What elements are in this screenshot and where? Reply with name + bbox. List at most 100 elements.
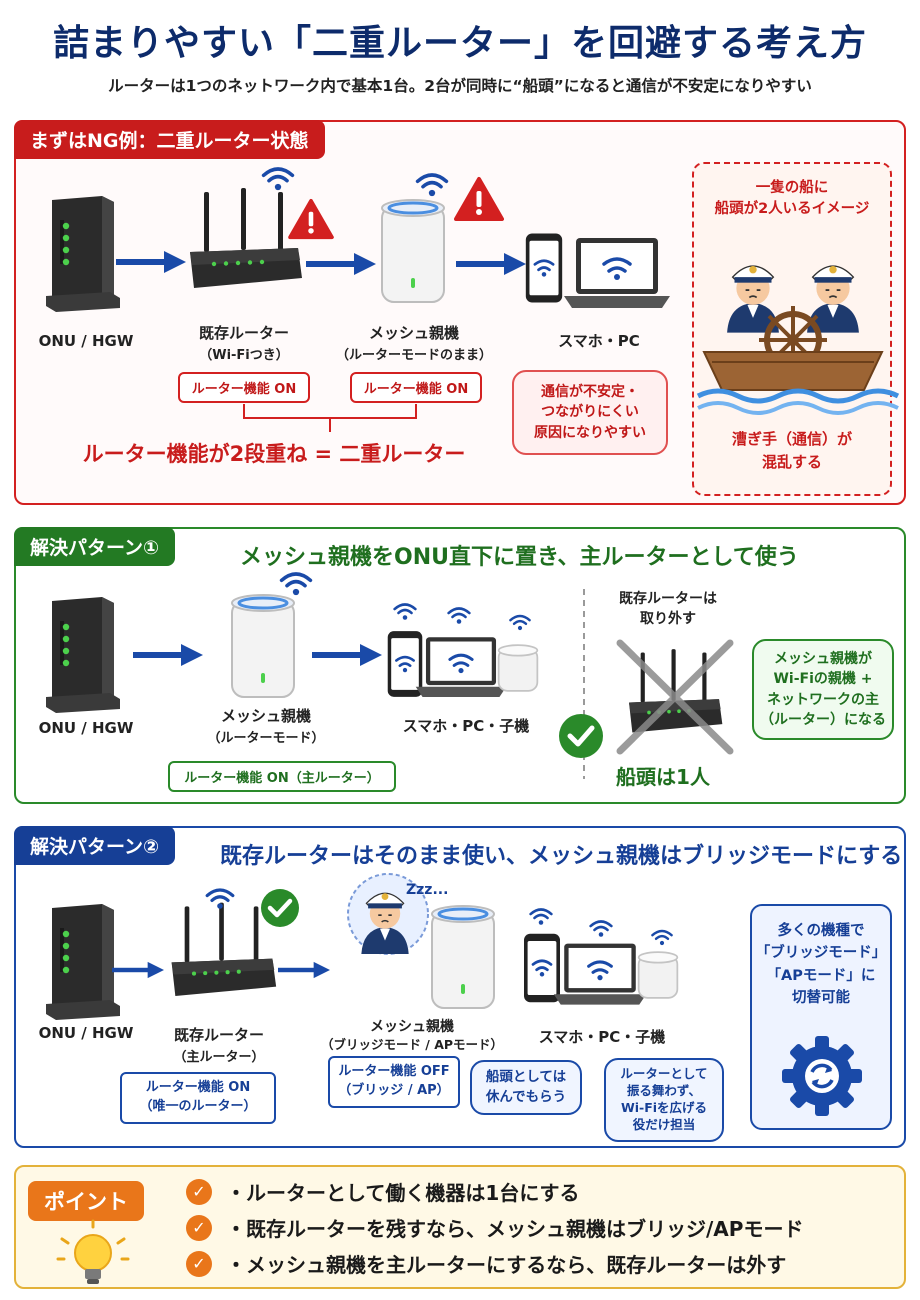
s2-router-label: 既存ルーター — [173, 1026, 264, 1044]
s2-clients-label: スマホ・PC・子機 — [538, 1028, 666, 1046]
wifi-icon — [204, 886, 236, 910]
router-device-icon — [184, 188, 304, 298]
ng-example-tab: まずはNG例：二重ルーター状態 — [14, 120, 325, 159]
laptop-icon — [414, 633, 508, 703]
caption-line: 漕ぎ手（通信）が — [731, 430, 852, 448]
solution1-tab: 解決パターン① — [14, 527, 176, 566]
badge-line: （ブリッジ / AP） — [338, 1082, 450, 1098]
badge-line: ルーター機能 OFF — [338, 1064, 450, 1079]
info-line: 切替可能 — [792, 990, 850, 1007]
s1-onu-label: ONU / HGW — [38, 719, 134, 737]
s1-mesh-function-badge: ルーター機能 ON（主ルーター） — [168, 761, 396, 792]
s1-clients-label: スマホ・PC・子機 — [402, 717, 530, 735]
info-line: 多くの機種で — [777, 923, 865, 939]
ng-onu-label: ONU / HGW — [38, 332, 134, 350]
bubble-line: 振る舞わず、 — [626, 1082, 702, 1098]
point-item: ✓ ・既存ルーターを残すなら、メッシュ親機はブリッジ/APモード — [186, 1213, 803, 1242]
bubble-line: つながりにくい — [541, 404, 639, 421]
info-line: 「ブリッジモード」 — [755, 945, 887, 962]
solution1-heading: メッシュ親機をONU直下に置き、主ルーターとして使う — [240, 545, 799, 570]
bridge-mode-info-box: 多くの機種で 「ブリッジモード」 「APモード」に 切替可能 — [750, 904, 892, 1130]
laptop-icon — [552, 940, 648, 1010]
warning-icon — [454, 176, 504, 222]
bubble-line: 船頭としては — [485, 1069, 567, 1085]
ng-mesh-function-badge: ルーター機能 ON — [350, 372, 482, 403]
bubble-line: （ルーター）になる — [760, 711, 886, 728]
bubble-line: 休んでもらう — [485, 1088, 567, 1105]
bubble-line: ルーターとして — [620, 1066, 708, 1081]
wifi-icon — [260, 164, 296, 192]
page-title: 詰まりやすい「二重ルーター」を回避する考え方 — [52, 23, 867, 64]
ng-clients-label: スマホ・PC — [558, 332, 640, 350]
wifi-icon — [446, 605, 472, 625]
badge-line: ルーター機能 ON — [145, 1080, 251, 1095]
ng-example-panel: まずはNG例：二重ルーター状態 ONU / HGW 既存ルーター （Wi-Fiつ… — [14, 120, 906, 505]
arrow-icon — [116, 250, 186, 274]
satellite-node-icon — [636, 948, 680, 1002]
page-subtitle: ルーターは1つのネットワーク内で基本1台。2台が同時に“船頭”になると通信が不安… — [108, 77, 812, 95]
ng-warning-bubble: 通信が不安定・ つながりにくい 原因になりやすい — [512, 370, 668, 455]
gear-icon — [782, 1036, 862, 1116]
point-item: ✓ ・メッシュ親機を主ルーターにするなら、既存ルーターは外す — [186, 1249, 786, 1278]
s1-captain-caption: 船頭は1人 — [616, 765, 710, 789]
point-tab: ポイント — [28, 1181, 144, 1221]
info-box-text: 多くの機種で 「ブリッジモード」 「APモード」に 切替可能 — [752, 920, 890, 1010]
check-icon — [261, 889, 299, 927]
point-panel: ポイント ✓ ・ルーターとして働く機器は1台にする ✓ ・既存ルーターを残すなら… — [14, 1165, 906, 1289]
bubble-line: 原因になりやすい — [534, 424, 646, 441]
solution2-panel: 解決パターン② 既存ルーターはそのまま使い、メッシュ親機はブリッジモードにする … — [14, 826, 906, 1148]
zzz-label: Zzz... — [406, 882, 449, 898]
check-icon: ✓ — [186, 1214, 212, 1241]
onu-device-icon — [42, 900, 122, 1020]
check-icon — [559, 714, 603, 758]
s2-rest-bubble: 船頭としては 休んでもらう — [470, 1060, 582, 1116]
onu-device-icon — [42, 192, 122, 312]
solution2-tab: 解決パターン② — [14, 826, 176, 865]
wifi-icon — [528, 906, 554, 926]
bubble-line: Wi-Fiを広げる — [620, 1099, 708, 1115]
ng-router-function-badge: ルーター機能 ON — [178, 372, 310, 403]
caption-line: 一隻の船に — [755, 180, 829, 196]
warning-icon — [288, 198, 334, 240]
ng-router-label: 既存ルーター — [198, 324, 289, 342]
removed-router-icon — [616, 639, 734, 755]
check-icon: ✓ — [186, 1250, 212, 1277]
arrow-icon — [306, 252, 376, 276]
ng-mesh-label: メッシュ親機 — [368, 324, 459, 342]
mesh-device-icon — [378, 196, 448, 306]
ng-router-sublabel: （Wi-Fiつき） — [199, 348, 289, 363]
wifi-icon — [508, 613, 532, 631]
bubble-line: ネットワークの主 — [767, 691, 879, 708]
wifi-icon — [588, 918, 614, 938]
wifi-icon — [650, 928, 674, 946]
sleeping-captain-icon — [347, 873, 429, 955]
s2-mesh-label: メッシュ親機 — [370, 1019, 454, 1035]
bubble-line: メッシュ親機が — [774, 651, 872, 667]
laptop-icon — [562, 234, 672, 314]
caption-line: 混乱する — [761, 452, 822, 471]
arrow-icon — [456, 252, 526, 276]
check-icon: ✓ — [186, 1178, 212, 1205]
s2-mesh-sublabel: （ブリッジモード / APモード） — [320, 1037, 504, 1052]
info-line: 「APモード」に — [766, 967, 876, 984]
s2-role-bubble: ルーターとして 振る舞わず、 Wi-Fiを広げる 役だけ担当 — [604, 1058, 724, 1142]
mesh-device-icon — [428, 902, 498, 1012]
arrow-icon — [278, 960, 330, 980]
bubble-line: 役だけ担当 — [632, 1116, 696, 1132]
s1-removed-caption: 既存ルーターは 取り外す — [598, 589, 738, 630]
satellite-node-icon — [496, 641, 540, 695]
s2-mesh-function-badge: ルーター機能 OFF （ブリッジ / AP） — [328, 1056, 460, 1108]
point-text: ・既存ルーターを残すなら、メッシュ親機はブリッジ/APモード — [226, 1217, 804, 1241]
wifi-icon — [414, 170, 450, 198]
wifi-icon — [278, 569, 314, 597]
point-text: ・メッシュ親機を主ルーターにするなら、既存ルーターは外す — [226, 1253, 787, 1277]
lightbulb-icon — [56, 1219, 130, 1284]
solution2-heading: 既存ルーターはそのまま使い、メッシュ親機はブリッジモードにする — [220, 844, 903, 869]
metaphor-caption-bottom: 漕ぎ手（通信）が 混乱する — [694, 428, 890, 473]
bubble-line: 通信が不安定・ — [541, 384, 639, 400]
s2-router-function-badge: ルーター機能 ON （唯一のルーター） — [120, 1072, 276, 1124]
s1-mesh-label: メッシュ親機 — [220, 707, 311, 725]
caption-line: 既存ルーターは — [619, 591, 717, 607]
caption-line: 船頭が2人いるイメージ — [714, 201, 870, 218]
bubble-line: Wi-Fiの親機 + — [773, 671, 873, 688]
